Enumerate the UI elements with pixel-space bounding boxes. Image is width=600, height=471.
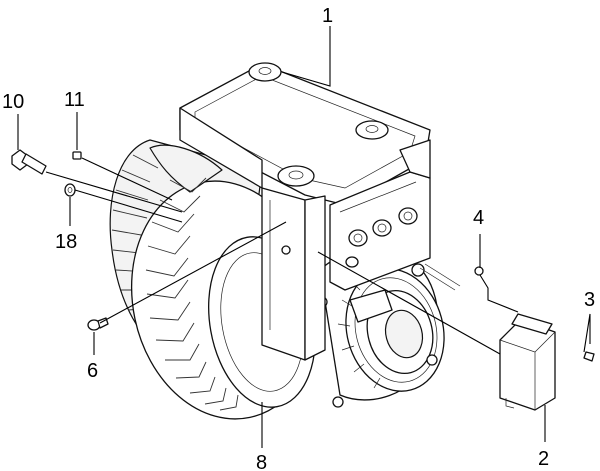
label-18: 18 xyxy=(55,231,77,253)
terminal-cover xyxy=(499,313,556,411)
leader-lines xyxy=(17,26,591,448)
label-6: 6 xyxy=(87,360,98,382)
label-2: 2 xyxy=(538,448,549,470)
label-3: 3 xyxy=(584,289,595,311)
label-1: 1 xyxy=(322,5,333,27)
mounting-frame xyxy=(179,62,431,361)
nut-4 xyxy=(474,266,484,276)
label-4: 4 xyxy=(473,207,484,229)
label-8: 8 xyxy=(256,452,267,471)
callout-labels: 1 2 3 4 6 8 10 11 18 xyxy=(2,5,595,471)
label-11: 11 xyxy=(64,89,85,111)
setscrew-11 xyxy=(72,151,82,160)
screw-3 xyxy=(583,351,595,362)
label-10: 10 xyxy=(2,91,24,113)
washer-18 xyxy=(64,183,76,197)
motor-hub xyxy=(316,250,461,408)
bolt-10 xyxy=(11,149,47,175)
